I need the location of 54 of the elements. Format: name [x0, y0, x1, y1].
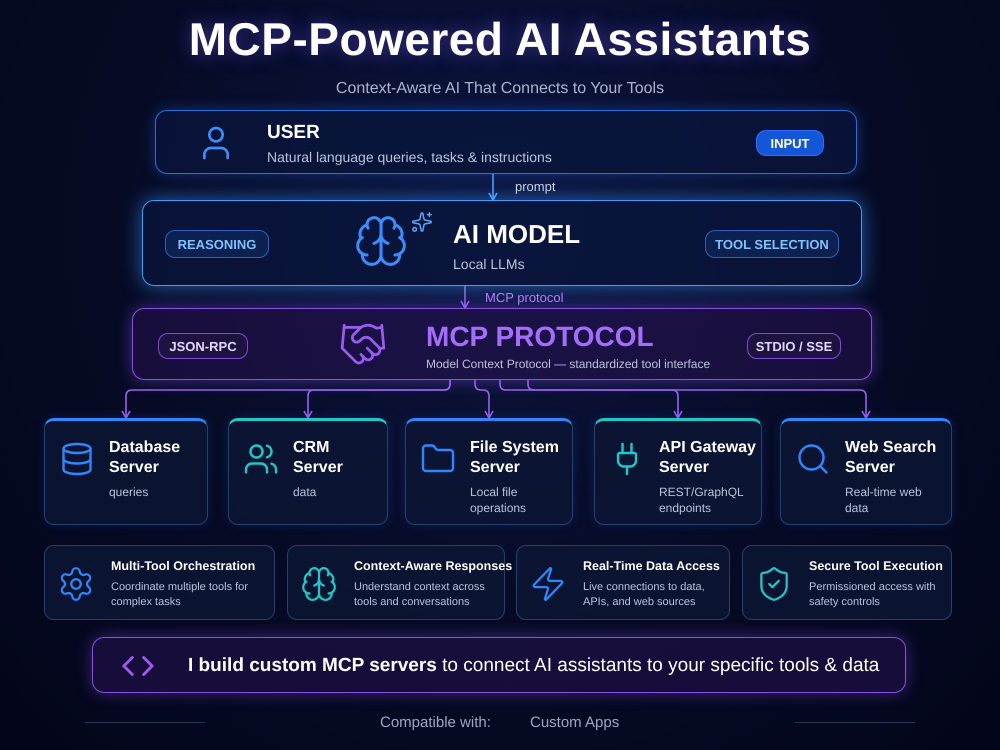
box-title: AI MODEL: [453, 219, 580, 250]
server-title: Web Search Server: [845, 438, 938, 478]
box-title: USER: [267, 122, 320, 144]
feature-description: Coordinate multiple tools for complex tasks: [111, 580, 249, 610]
feature-title: Multi-Tool Orchestration: [111, 559, 256, 573]
server-title: CRM Server: [293, 438, 344, 478]
feature-card: [44, 545, 275, 620]
footer-text: Custom Apps: [530, 714, 620, 731]
arrow: [499, 380, 683, 419]
protocol-box: [132, 308, 872, 380]
feature-title: Secure Tool Execution: [809, 559, 943, 573]
arrow: [474, 380, 494, 419]
server-card: [594, 418, 762, 525]
box-description: Natural language queries, tasks & instructions: [267, 148, 552, 167]
feature-description: Understand context across tools and conversations: [354, 580, 486, 610]
banner-text: I build custom MCP servers to connect AI assistants to your specific tools & data: [188, 655, 880, 677]
footer-text: Compatible with:: [380, 714, 491, 731]
server-description: Real-time web data: [845, 484, 923, 516]
server-card: [405, 418, 573, 525]
server-description: data: [293, 484, 318, 500]
box-description: Model Context Protocol — standardized tool interface: [426, 356, 710, 372]
edge-label: MCP protocol: [485, 290, 564, 305]
layer-box: [155, 110, 857, 174]
feature-card: [516, 545, 730, 620]
edge-label: prompt: [515, 179, 556, 194]
arrow: [488, 174, 498, 201]
arrow: [303, 380, 451, 419]
feature-description: Live connections to data, APIs, and web sources: [583, 580, 706, 610]
subtitle: Context-Aware AI That Connects to Your Tools: [334, 80, 666, 98]
feature-description: Permissioned access with safety controls: [809, 580, 937, 610]
box-title: MCP PROTOCOL: [426, 321, 654, 353]
title: MCP-Powered AI Assistants: [188, 12, 812, 66]
banner-box: [92, 637, 906, 693]
server-card: [228, 418, 388, 525]
box-description: Local LLMs: [453, 255, 525, 274]
tag-pill: REASONING: [165, 230, 269, 258]
server-description: queries: [109, 484, 150, 500]
server-description: REST/GraphQL endpoints: [659, 484, 744, 516]
server-card: [44, 418, 208, 525]
layer-box: [142, 200, 862, 286]
server-description: Local file operations: [470, 484, 528, 516]
server-card: [780, 418, 952, 525]
server-title: Database Server: [109, 438, 182, 478]
feature-title: Context-Aware Responses: [354, 559, 512, 573]
feature-card: [742, 545, 952, 620]
tag-pill: STDIO / SSE: [747, 333, 841, 359]
server-title: File System Server: [470, 438, 560, 478]
tag-pill: JSON-RPC: [158, 333, 248, 359]
tag-pill: INPUT: [756, 130, 824, 156]
arrow: [460, 286, 470, 309]
feature-title: Real-Time Data Access: [583, 559, 720, 573]
arrow: [527, 380, 871, 419]
server-title: API Gateway Server: [659, 438, 757, 478]
tag-pill: TOOL SELECTION: [705, 230, 839, 258]
